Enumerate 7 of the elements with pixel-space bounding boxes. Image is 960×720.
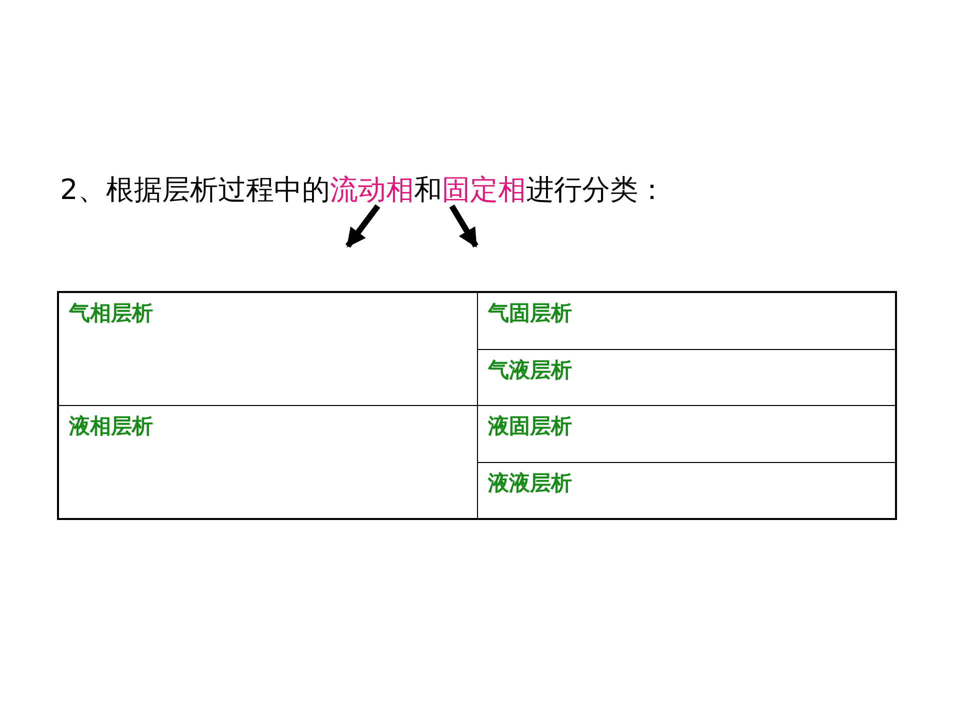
highlighted-term: 流动相 [330, 173, 414, 206]
title-text: 和 [414, 173, 442, 206]
title-text: 2、根据层析过程中的 [60, 173, 330, 206]
arrow [345, 204, 380, 248]
arrow [449, 204, 478, 248]
title-text: 进行分类： [526, 173, 666, 206]
highlighted-term: 固定相 [442, 173, 526, 206]
